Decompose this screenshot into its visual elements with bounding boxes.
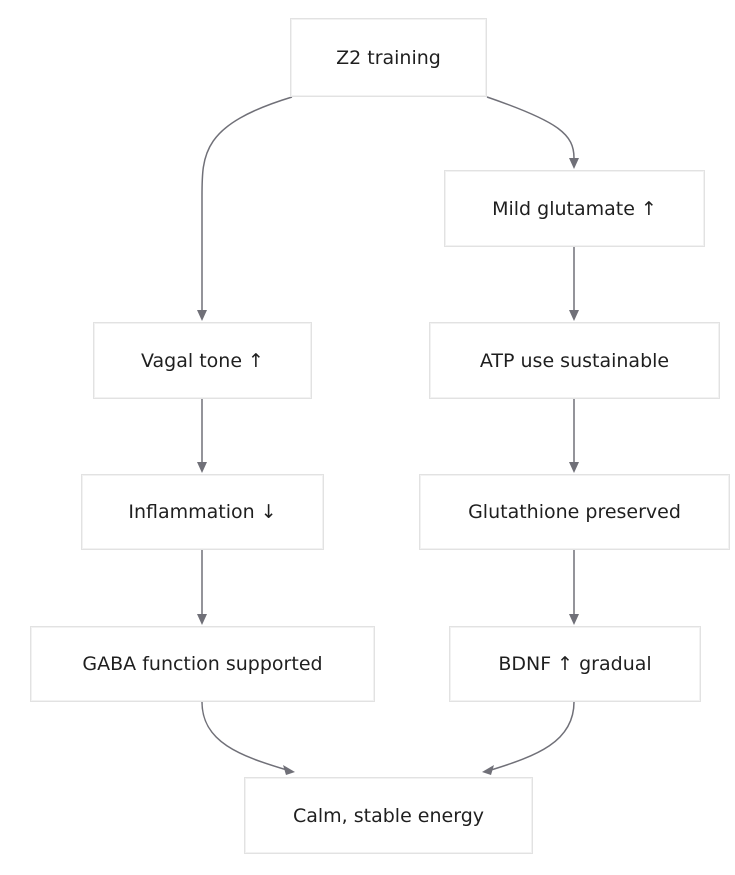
- node-atp-use: ATP use sustainable: [429, 322, 720, 399]
- node-inflammation: Inflammation ↓: [81, 474, 324, 550]
- node-glutathione: Glutathione preserved: [419, 474, 730, 550]
- node-gaba-function: GABA function supported: [30, 626, 375, 702]
- arrow-head: [197, 462, 207, 473]
- node-z2-training: Z2 training: [290, 18, 487, 97]
- edge-gaba-to-calm: [201, 701, 288, 771]
- edge-bdnf-to-calm: [490, 701, 575, 771]
- arrow-head: [569, 310, 579, 321]
- arrow-head: [569, 614, 579, 625]
- node-vagal-tone: Vagal tone ↑: [93, 322, 312, 399]
- edge-z2-to-vagal: [201, 96, 293, 310]
- edge-z2-to-glut: [486, 96, 575, 159]
- node-bdnf: BDNF ↑ gradual: [449, 626, 701, 702]
- node-calm-energy: Calm, stable energy: [244, 777, 533, 854]
- arrow-head: [197, 310, 207, 321]
- arrow-head: [197, 614, 207, 625]
- arrow-head: [482, 765, 494, 775]
- arrow-head: [283, 765, 295, 775]
- arrow-head: [569, 158, 579, 169]
- node-mild-glutamate: Mild glutamate ↑: [444, 170, 705, 247]
- arrow-head: [569, 462, 579, 473]
